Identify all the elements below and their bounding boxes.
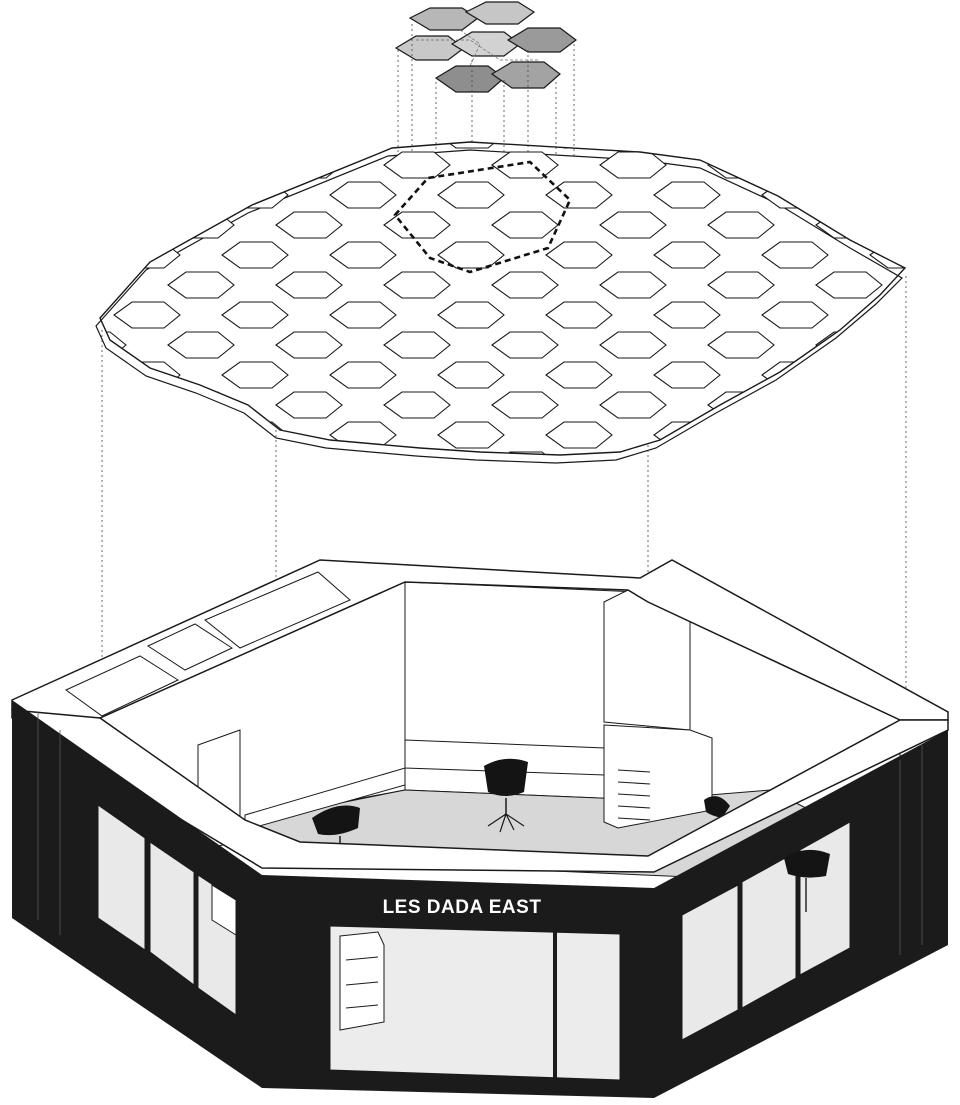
storefront-sign-text: LES DADA EAST [383,897,542,918]
shelving-column [603,589,713,829]
facade-right-windows [681,821,851,1041]
storage-cubicles [65,571,351,717]
swivel-chair-icon [784,849,830,912]
swivel-chair-icon [484,758,528,833]
swivel-chair-icon [704,796,730,818]
canopy-opening-outline [393,160,572,274]
hex-canopy [95,141,907,464]
front-window [329,925,621,1081]
wall-top-band [11,559,949,873]
shop-building: LES DADA EAST [11,559,949,1098]
front-window-shelving [339,931,385,1031]
facade-left-windows [97,804,237,1016]
hex-tile-cluster-icon [394,1,577,93]
facade-pilaster-lines [37,712,923,955]
